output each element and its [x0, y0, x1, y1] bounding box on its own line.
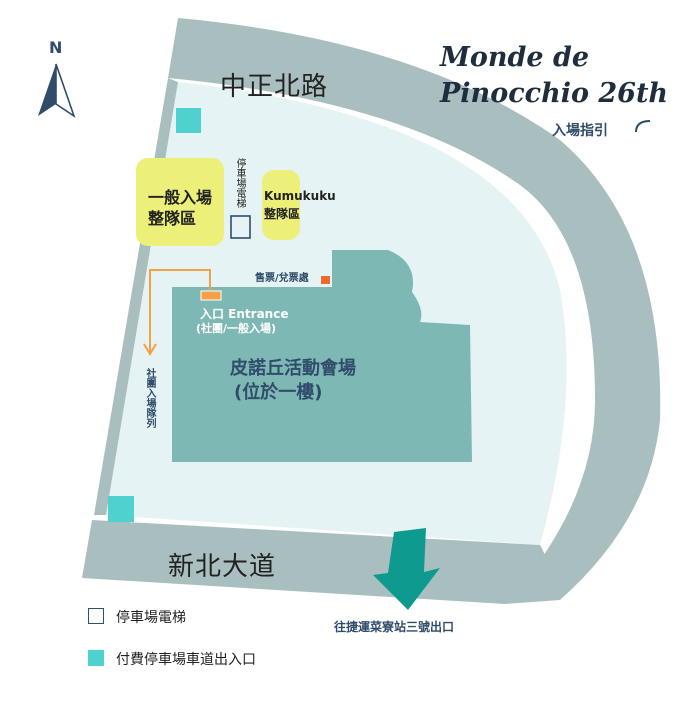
club-queue-arrow: [149, 269, 211, 352]
club-queue-arrowhead: [143, 343, 157, 356]
general-queue-zone: [136, 158, 224, 246]
ticket-booth-label: 售票/兌票處: [255, 273, 309, 284]
entrance-label-1: 入口 Entrance: [200, 307, 289, 321]
venue-label-2: (位於一樓): [234, 382, 323, 403]
compass-label: N: [49, 38, 63, 57]
parking-elevator-marker: [230, 215, 251, 239]
parking-gate-north: [176, 108, 201, 133]
road-zhongzheng-north: [168, 18, 661, 604]
map-title: Monde de Pinocchio 26th: [440, 40, 668, 112]
legend-swatch-parking-gate: [88, 650, 104, 666]
compass-icon: [38, 63, 76, 118]
entrance-guide-subtitle: 入場指引: [552, 123, 608, 139]
legend-swatch-elevator: [88, 608, 104, 624]
venue-building: [172, 250, 472, 462]
parking-elevator-vertical-label: 停車場電梯: [234, 158, 245, 208]
general-queue-label-2: 整隊區: [148, 209, 197, 228]
venue-label-1: 皮諾丘活動會場: [230, 358, 356, 379]
road-label-xinbei-avenue: 新北大道: [168, 552, 277, 582]
legend-label-parking-gate: 付費停車場車道出入口: [116, 652, 256, 668]
title-line-2: Pinocchio 26th: [440, 78, 669, 109]
general-queue-label-1: 一般入場: [148, 188, 213, 207]
road-label-zhongzheng-north: 中正北路: [220, 72, 329, 102]
kumukuku-queue-label-2: 整隊區: [264, 207, 301, 221]
entrance-marker: [200, 290, 222, 301]
club-queue-vertical-label: 社團入場隊列: [144, 368, 155, 428]
mrt-exit-label: 往捷運菜寮站三號出口: [334, 620, 455, 634]
kumukuku-queue-label-1: Kumukuku: [264, 189, 336, 203]
parking-gate-south: [108, 496, 134, 522]
kumukuku-queue-zone: [262, 170, 300, 240]
mrt-direction-arrow: [373, 528, 440, 610]
legend-label-elevator: 停車場電梯: [116, 610, 186, 626]
ticket-booth-marker: [321, 276, 330, 284]
subtitle-arc-icon: [635, 120, 651, 133]
entrance-label-2: (社團/一般入場): [196, 322, 277, 335]
title-line-1: Monde de: [440, 42, 590, 73]
road-xinbei-avenue: [82, 520, 546, 604]
